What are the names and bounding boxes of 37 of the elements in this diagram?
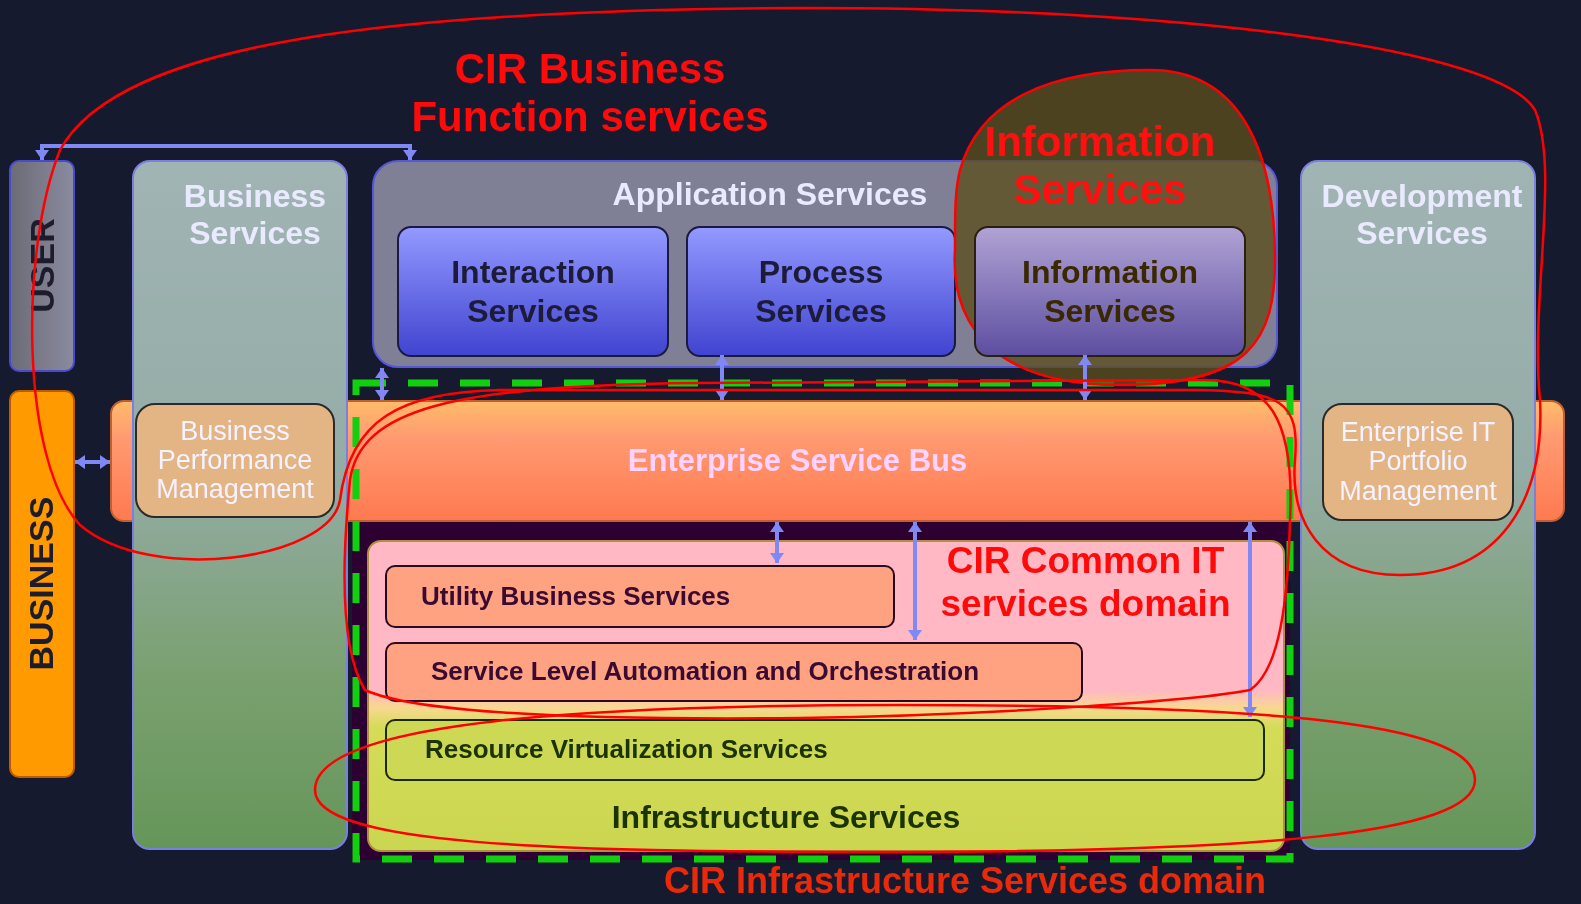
region-label: CIR Business Function services xyxy=(410,45,770,142)
box-label: Resource Virtualization Services xyxy=(425,735,828,765)
region-label: CIR Common IT services domain xyxy=(939,540,1232,626)
double-arrow xyxy=(375,368,389,400)
box-label: Interaction Services xyxy=(450,253,616,330)
panel-title: Infrastructure Services xyxy=(611,799,961,836)
layer-box xyxy=(385,642,1083,702)
box-label: Information Services xyxy=(1021,253,1199,330)
service-box xyxy=(397,226,669,357)
lane-box xyxy=(9,160,75,372)
module-box xyxy=(1322,403,1514,521)
double-arrow xyxy=(908,522,922,640)
double-arrow xyxy=(1243,522,1257,717)
service-box xyxy=(686,226,956,357)
module-label: Enterprise IT Portfolio Management xyxy=(1338,418,1498,506)
column-title: Business Services xyxy=(182,178,328,252)
bus-label: Enterprise Service Bus xyxy=(627,443,968,479)
double-arrow xyxy=(75,455,110,469)
lane-box xyxy=(9,390,75,778)
column-title: Development Services xyxy=(1320,178,1524,252)
double-arrow xyxy=(1078,355,1092,400)
double-arrow xyxy=(35,144,417,160)
double-arrow xyxy=(770,522,784,563)
service-box xyxy=(974,226,1246,357)
double-arrow xyxy=(715,355,729,400)
box-label: Service Level Automation and Orchestration xyxy=(431,657,980,687)
box-label: Process Services xyxy=(754,253,888,330)
module-box xyxy=(135,403,335,518)
infrastructure-panel xyxy=(367,540,1285,852)
lane-label: BUSINESS xyxy=(22,497,62,671)
panel-title: Application Services xyxy=(612,176,928,213)
layer-box xyxy=(385,719,1265,781)
region-label: Information Services xyxy=(983,118,1217,215)
layer-box xyxy=(385,565,895,628)
module-label: Business Performance Management xyxy=(155,416,315,505)
region-label: CIR Infrastructure Services domain xyxy=(662,860,1268,902)
box-label: Utility Business Services xyxy=(421,581,731,612)
